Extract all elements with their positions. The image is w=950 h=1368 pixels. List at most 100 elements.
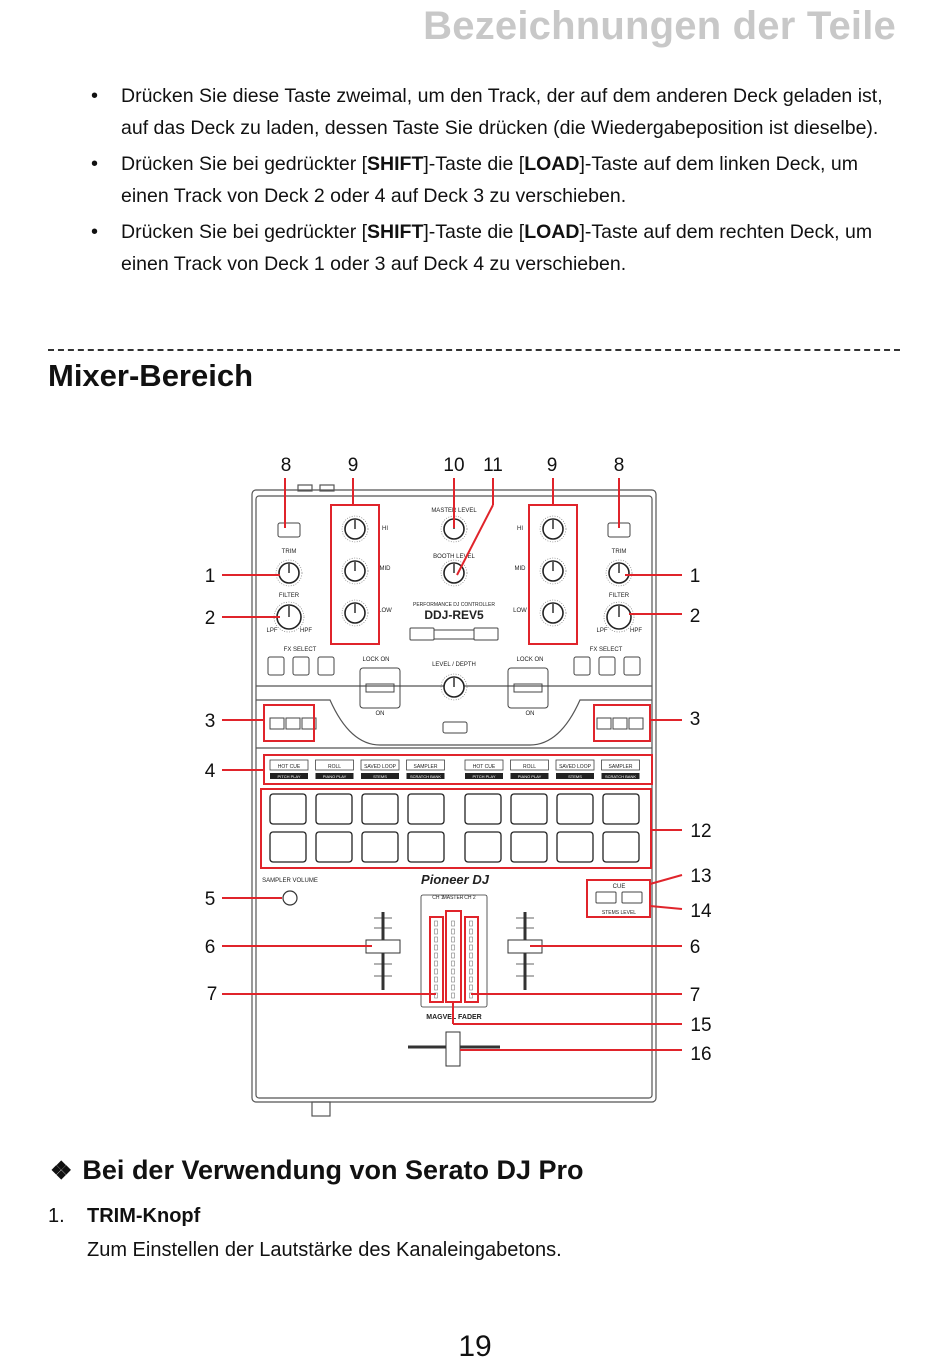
callout-markers <box>222 478 683 1051</box>
pad-mode-alt-bar <box>361 773 399 779</box>
knob-scale <box>605 559 633 587</box>
filter-label: FILTER <box>279 593 300 599</box>
meter-segment <box>434 944 438 951</box>
performance-pad <box>510 793 548 825</box>
pad-mode-alt-bar <box>315 773 354 779</box>
hpf-label: HPF <box>630 628 642 634</box>
bullet-text: Drücken Sie bei gedrückter [ <box>121 153 368 175</box>
pad-mode-button <box>510 759 549 771</box>
meter-segment <box>451 936 455 943</box>
callout-number: 8 <box>281 455 292 476</box>
knob-scale <box>603 601 635 633</box>
callout-number: 8 <box>614 455 625 476</box>
mid-label: MID <box>515 566 527 572</box>
pad-mode-alt-bar <box>270 773 308 779</box>
level-meters <box>434 920 473 999</box>
channel-faders <box>282 890 543 1067</box>
pad-mode-alt-bar <box>406 773 445 779</box>
pad-mode-label: SAMPLER <box>609 764 633 770</box>
callout-number: 16 <box>690 1044 711 1065</box>
trim-label: TRIM <box>282 549 297 555</box>
bullet-dot: • <box>91 85 99 107</box>
meter-segment <box>451 928 455 935</box>
performance-pad <box>269 793 307 825</box>
fx-select-label: FX SELECT <box>284 647 317 653</box>
level-depth-label: LEVEL / DEPTH <box>432 662 476 668</box>
section-title: Mixer-Bereich <box>48 358 254 393</box>
knob-scale <box>539 599 567 627</box>
ch1-meter-label: CH 1 <box>432 895 444 901</box>
meter-segment <box>434 952 438 959</box>
bullet-item: •Drücken Sie diese Taste zweimal, um den… <box>88 80 908 144</box>
meter-segment <box>469 920 473 927</box>
callout-number: 6 <box>690 937 701 958</box>
meter-segment <box>451 920 455 927</box>
key-name: SHIFT <box>367 221 424 243</box>
key-name: LOAD <box>524 153 580 175</box>
pad-mode-button <box>269 759 309 771</box>
pad-mode-button <box>406 759 445 771</box>
meter-segment <box>434 960 438 967</box>
meter-segment <box>469 984 473 991</box>
meter-segment <box>434 976 438 983</box>
performance-pad <box>464 831 502 863</box>
meter-segment <box>469 952 473 959</box>
knob-scale <box>341 557 369 585</box>
callout-number: 14 <box>690 901 712 922</box>
pad-mode-label: ROLL <box>523 764 536 770</box>
key-name: SHIFT <box>367 153 424 175</box>
lpf-label: LPF <box>266 628 277 634</box>
meter-segment <box>451 968 455 975</box>
pad-mode-alt-label: PITCH PLAY <box>277 774 300 779</box>
meter-segment <box>469 944 473 951</box>
callout-number: 7 <box>207 984 218 1005</box>
device-controls <box>267 522 644 904</box>
subsection-title: Bei der Verwendung von Serato DJ Pro <box>82 1155 584 1185</box>
callout-number: 2 <box>690 606 701 627</box>
fx-select-label: FX SELECT <box>590 647 623 653</box>
performance-pads <box>269 793 640 863</box>
mixer-diagram: MASTER LEVEL BOOTH LEVEL PERFORMANCE DJ … <box>205 455 712 1117</box>
callout-number: 13 <box>690 866 711 887</box>
performance-pad <box>407 831 445 863</box>
filter-label: FILTER <box>609 593 630 599</box>
model-name: DDJ-REV5 <box>424 608 484 622</box>
performance-pad <box>510 831 548 863</box>
callout-number: 5 <box>205 889 216 910</box>
pad-mode-alt-bar <box>556 773 594 779</box>
pad-mode-button <box>601 759 640 771</box>
meter-segment <box>451 960 455 967</box>
page-number: 19 <box>458 1330 492 1363</box>
on-label: ON <box>526 711 535 717</box>
master-meter-label: MASTER <box>443 895 464 901</box>
bullet-text: ]-Taste die [ <box>423 221 525 243</box>
stems-level-label: STEMS LEVEL <box>602 910 636 916</box>
pad-mode-alt-bar <box>601 773 640 779</box>
pad-mode-alt-label: PITCH PLAY <box>472 774 495 779</box>
meter-segment <box>451 944 455 951</box>
pad-mode-label: SAVED LOOP <box>364 764 397 770</box>
meter-segment <box>434 968 438 975</box>
meter-segment <box>469 976 473 983</box>
page-header-title: Bezeichnungen der Teile <box>423 4 896 48</box>
pad-mode-label: SAVED LOOP <box>559 764 592 770</box>
performance-pad <box>602 793 640 825</box>
lock-on-label: LOCK ON <box>516 657 543 663</box>
performance-pad <box>556 793 594 825</box>
knob-scale <box>440 559 468 587</box>
performance-pad <box>464 793 502 825</box>
pad-mode-button <box>315 759 354 771</box>
numbered-item: 1.TRIM-Knopf <box>48 1205 200 1228</box>
bullet-text: Drücken Sie bei gedrückter [ <box>121 221 368 243</box>
hpf-label: HPF <box>300 628 312 634</box>
bullet-text: ]-Taste die [ <box>423 153 525 175</box>
performance-pad <box>361 793 399 825</box>
sampler-volume-label: SAMPLER VOLUME <box>262 878 318 884</box>
knob-scale <box>341 515 369 543</box>
pad-mode-alt-label: STEMS <box>373 774 387 779</box>
bullet-text: ]-Taste auf dem rechten Deck, um einen T… <box>121 221 873 275</box>
mid-label: MID <box>380 566 392 572</box>
callout-number: 6 <box>205 937 216 958</box>
bullet-item: •Drücken Sie bei gedrückter [SHIFT]-Tast… <box>88 148 908 212</box>
callout-number: 1 <box>205 566 216 587</box>
